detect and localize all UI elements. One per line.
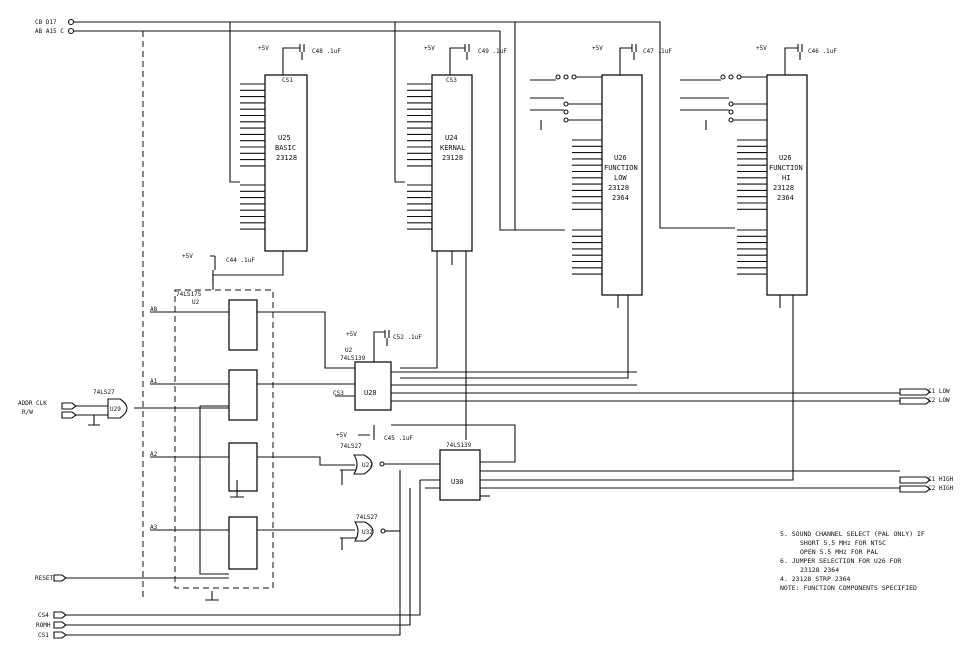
svg-text:RESET: RESET <box>35 575 53 582</box>
svg-text:FUNCTION: FUNCTION <box>769 164 803 172</box>
svg-text:C1 HIGH: C1 HIGH <box>928 476 954 483</box>
notes-block: 5. SOUND CHANNEL SELECT (PAL ONLY) IF SH… <box>780 530 960 593</box>
svg-text:KERNAL: KERNAL <box>440 144 465 152</box>
svg-text:U25: U25 <box>278 134 291 142</box>
svg-text:+5V: +5V <box>756 45 767 52</box>
note-line: NOTE: FUNCTION COMPONENTS SPECIFIED <box>780 584 917 592</box>
svg-text:C45 .1uF: C45 .1uF <box>384 435 413 442</box>
svg-text:C2 LOW: C2 LOW <box>928 397 950 404</box>
svg-text:U24: U24 <box>445 134 458 142</box>
svg-text:C52 .1uF: C52 .1uF <box>393 334 422 341</box>
svg-text:+5V: +5V <box>592 45 603 52</box>
svg-text:ADDR CLK: ADDR CLK <box>18 400 47 407</box>
svg-text:CS1: CS1 <box>282 77 293 84</box>
chip-u26-function-low: U26 FUNCTION LOW 23128 2364 +5V C47 .1uF <box>400 44 672 379</box>
svg-text:23128: 23128 <box>276 154 297 162</box>
input-signals-top: CB D17 AB A15 C <box>35 18 735 600</box>
svg-text:74LS27: 74LS27 <box>93 389 115 396</box>
signal-label: AB A15 C <box>35 28 64 35</box>
svg-text:+5V: +5V <box>258 45 269 52</box>
svg-text:HI: HI <box>782 174 790 182</box>
clock-input: ADDR CLK R/W U29 74LS27 <box>18 389 229 426</box>
svg-text:C48 .1uF: C48 .1uF <box>312 48 341 55</box>
svg-text:+5V: +5V <box>424 45 435 52</box>
input-signals-bottom: RESET CS4 ROMH CS1 <box>35 574 229 639</box>
svg-text:C2 HIGH: C2 HIGH <box>928 485 954 492</box>
svg-text:CS1: CS1 <box>38 632 49 639</box>
svg-text:74LS139: 74LS139 <box>446 442 472 449</box>
output-c1-c2-high: C1 HIGH C2 HIGH <box>899 476 954 493</box>
svg-text:U2: U2 <box>345 347 353 354</box>
svg-text:74LS175: 74LS175 <box>176 291 202 298</box>
svg-text:+5V: +5V <box>182 253 193 260</box>
svg-text:U2: U2 <box>192 299 200 306</box>
svg-text:CS3: CS3 <box>333 390 344 397</box>
signal-label: CB D17 <box>35 19 57 26</box>
svg-text:A8: A8 <box>150 306 158 313</box>
gate-u27: 74LS27 U27 +5V C45 .1uF <box>336 425 440 485</box>
svg-text:2364: 2364 <box>777 194 794 202</box>
svg-text:R/W: R/W <box>22 409 33 416</box>
note-line: 23128 2364 <box>800 566 840 574</box>
svg-text:23128: 23128 <box>442 154 463 162</box>
chip-u30-74ls139: 74LS139 U30 <box>65 424 900 636</box>
chip-u28-74ls139: U2 74LS139 U28 +5V C52 .1uF CS3 <box>333 330 900 411</box>
jumper-block-u26-hi <box>680 74 767 130</box>
svg-text:C47 .1uF: C47 .1uF <box>643 48 672 55</box>
gate-u32: 74LS27 U32 <box>340 514 400 550</box>
svg-text:A3: A3 <box>150 524 158 531</box>
svg-text:FUNCTION: FUNCTION <box>604 164 638 172</box>
svg-text:U27: U27 <box>362 462 373 469</box>
note-line: 5. SOUND CHANNEL SELECT (PAL ONLY) IF <box>780 530 925 538</box>
svg-text:23128: 23128 <box>608 184 629 192</box>
svg-text:A1: A1 <box>150 378 158 385</box>
svg-text:BASIC: BASIC <box>275 144 296 152</box>
svg-text:U30: U30 <box>451 478 464 486</box>
svg-text:U29: U29 <box>110 406 121 413</box>
jumper-block-u26 <box>530 74 602 130</box>
svg-text:U28: U28 <box>364 389 377 397</box>
svg-text:CS3: CS3 <box>446 77 457 84</box>
svg-text:23128: 23128 <box>773 184 794 192</box>
svg-text:LOW: LOW <box>614 174 627 182</box>
svg-text:CS4: CS4 <box>38 612 49 619</box>
note-line: 6. JUMPER SELECTION FOR U26 FOR <box>780 557 902 565</box>
svg-text:U26: U26 <box>614 154 627 162</box>
svg-text:2364: 2364 <box>612 194 629 202</box>
note-line: OPEN 5.5 MHz FOR PAL <box>800 548 879 556</box>
svg-text:C1 LOW: C1 LOW <box>928 388 950 395</box>
note-line: SHORT 5.5 MHz FOR NTSC <box>800 539 887 547</box>
svg-text:A2: A2 <box>150 451 158 458</box>
note-line: 4. 23128 STRP 2364 <box>780 575 851 583</box>
svg-text:+5V: +5V <box>336 432 347 439</box>
chip-u24-kernal: U24 KERNAL 23128 CS3 +5V C49 .1uF <box>400 44 507 440</box>
chip-u25-basic: U25 BASIC 23128 CS1 +5V C48 .1uF <box>212 44 341 282</box>
svg-text:74LS27: 74LS27 <box>356 514 378 521</box>
svg-text:74LS139: 74LS139 <box>340 355 366 362</box>
svg-text:C49 .1uF: C49 .1uF <box>478 48 507 55</box>
svg-text:C44 .1uF: C44 .1uF <box>226 257 255 264</box>
svg-text:C46 .1uF: C46 .1uF <box>808 48 837 55</box>
svg-text:ROMH: ROMH <box>36 622 51 629</box>
svg-text:U26: U26 <box>779 154 792 162</box>
svg-text:74LS27: 74LS27 <box>340 443 362 450</box>
svg-text:+5V: +5V <box>346 331 357 338</box>
output-c1-c2-low: C1 LOW C2 LOW <box>899 388 950 405</box>
svg-text:U32: U32 <box>362 529 373 536</box>
chip-u26-function-hi: U26 FUNCTION HI 23128 2364 +5V C46 .1uF <box>480 44 837 481</box>
